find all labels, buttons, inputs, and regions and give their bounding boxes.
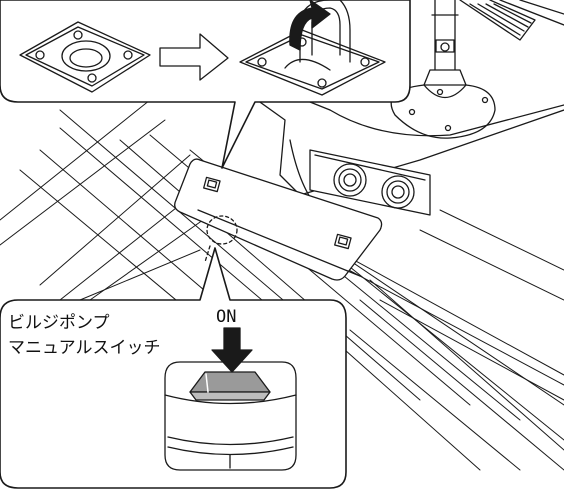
switch-button — [189, 371, 271, 393]
hatch-latch-1 — [203, 176, 221, 193]
callout-bottom: ビルジポンプ マニュアルスイッチ ON — [0, 247, 347, 489]
press-arrow-icon — [211, 327, 253, 373]
latch-raised-icon — [239, 0, 386, 96]
switch-state-label: ON — [216, 307, 236, 327]
manual-switch-icon — [164, 361, 297, 471]
right-arrow-icon — [159, 33, 229, 81]
switch-title-line2: マニュアルスイッチ — [8, 338, 161, 358]
callout-top — [0, 0, 411, 169]
hatch-latch-2 — [334, 233, 352, 250]
switch-location-marker — [206, 215, 238, 245]
console-opening-1 — [333, 163, 367, 197]
console-body — [249, 94, 564, 216]
switch-title-line1: ビルジポンプ — [8, 313, 110, 333]
lift-arrow — [289, 0, 331, 51]
latch-closed-icon — [19, 21, 151, 93]
floor-hatch — [174, 158, 383, 281]
vent-grille — [394, 0, 564, 41]
console-opening-2 — [381, 175, 415, 209]
